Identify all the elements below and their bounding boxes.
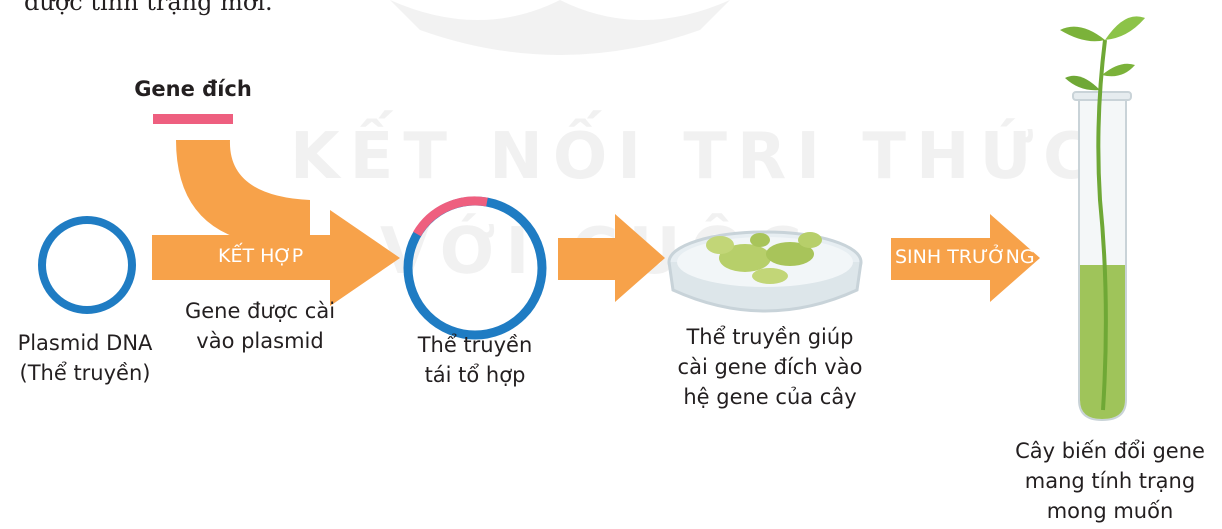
arrow-to-dish bbox=[558, 214, 665, 302]
test-tube-plant bbox=[1060, 16, 1145, 420]
transgenic-plant-label: Cây biến đổi gene mang tính trạng mong m… bbox=[1010, 436, 1210, 526]
plasmid-circle bbox=[42, 220, 132, 310]
gene-target-bar bbox=[153, 114, 233, 124]
top-paragraph-text: được tính trạng mới. bbox=[24, 0, 273, 16]
combine-arrow-label: KẾT HỢP bbox=[218, 245, 303, 267]
gene-inserted-label: Gene được cài vào plasmid bbox=[170, 296, 350, 356]
curved-gene-arrow bbox=[176, 140, 310, 245]
plasmid-label: Plasmid DNA (Thể truyền) bbox=[0, 328, 170, 388]
gene-target-label: Gene đích bbox=[118, 74, 268, 104]
recombinant-gene-segment bbox=[417, 201, 487, 234]
watermark-logo bbox=[390, 0, 730, 55]
recombinant-label: Thể truyền tái tổ hợp bbox=[400, 330, 550, 390]
grow-arrow-label: SINH TRƯỞNG bbox=[895, 246, 1035, 268]
petri-dish bbox=[669, 232, 861, 311]
vector-help-label: Thể truyền giúp cài gene đích vào hệ gen… bbox=[670, 322, 870, 412]
